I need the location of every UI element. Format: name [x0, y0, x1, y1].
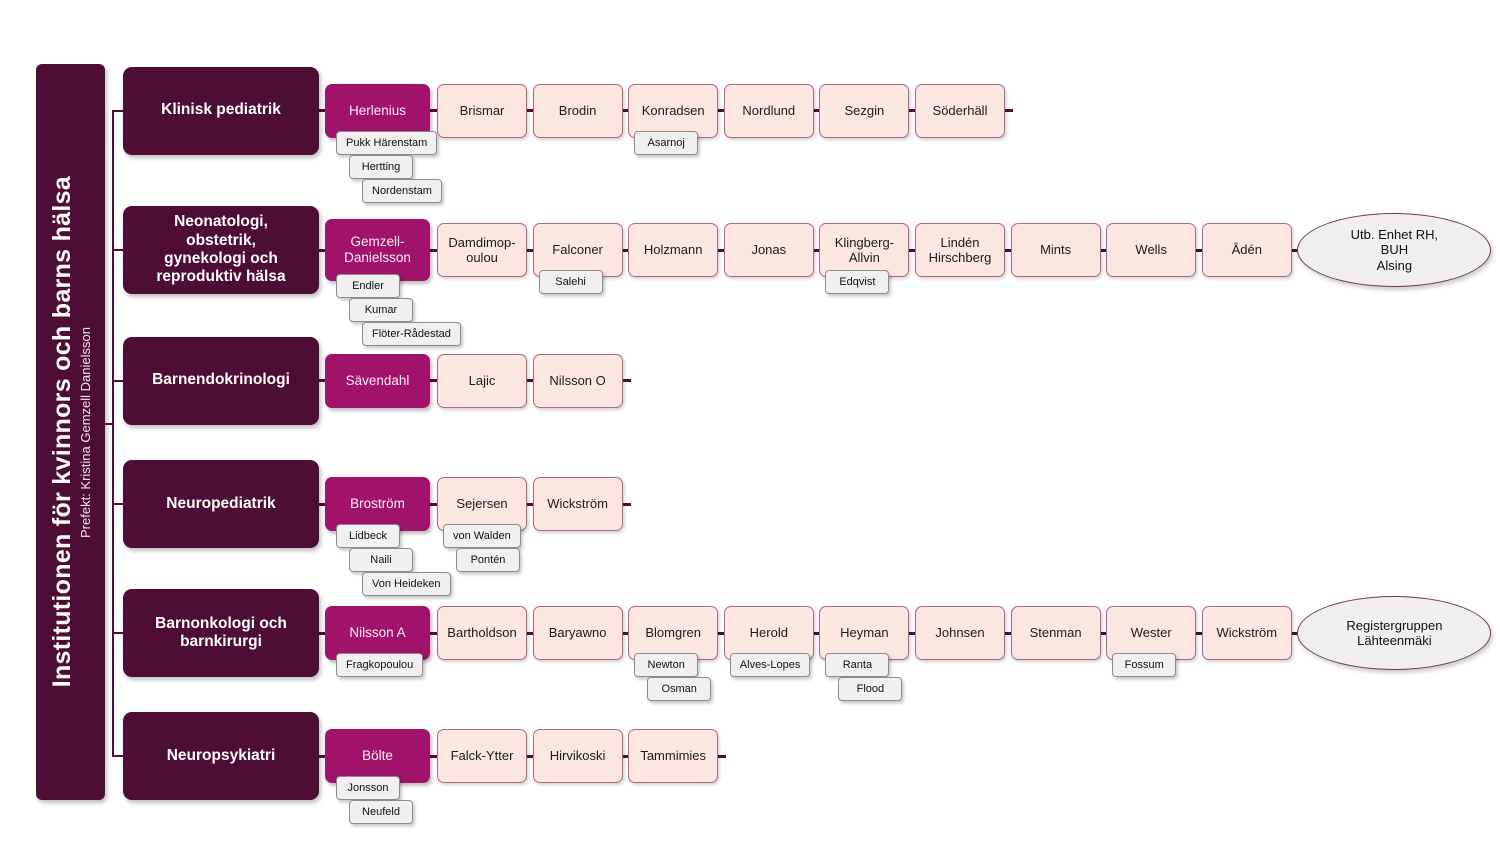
member-box: Nilsson O: [532, 353, 623, 408]
sub-box: Endler: [336, 274, 400, 298]
sub-box: Jonsson: [336, 776, 400, 800]
sub-box: Asarnoj: [634, 130, 699, 155]
member-box: Brismar: [437, 83, 527, 138]
sub-box: Von Heideken: [362, 572, 451, 596]
sub-box: Nordenstam: [362, 178, 442, 203]
member-box: Falconer: [532, 223, 623, 277]
member-box: Klingberg- Allvin: [819, 223, 910, 277]
department-sidebar: Institutionen för kvinnors och barns häl…: [36, 64, 105, 800]
branch-line: [112, 109, 127, 112]
leader-box: Herlenius: [325, 83, 430, 138]
member-box: Söderhäll: [915, 83, 1005, 138]
division-box: Barnonkologi och barnkirurgi: [123, 589, 319, 677]
member-box: Falck-Ytter: [437, 729, 527, 783]
sub-box: Osman: [647, 677, 712, 701]
member-box: Hirvikoski: [532, 729, 623, 783]
sub-box: Kumar: [349, 298, 413, 322]
member-box: Holzmann: [628, 223, 719, 277]
member-box: Heyman: [819, 606, 910, 660]
member-box: Sejersen: [437, 477, 527, 531]
sub-box: Lidbeck: [336, 524, 400, 548]
sub-box: Newton: [634, 653, 699, 677]
member-box: Wickström: [1201, 606, 1292, 660]
sub-box: Hertting: [349, 154, 413, 179]
member-box: Brodin: [532, 83, 623, 138]
department-title: Institutionen för kvinnors och barns häl…: [48, 176, 76, 688]
member-box: Baryawno: [532, 606, 623, 660]
member-box: Stenman: [1010, 606, 1101, 660]
member-box: Herold: [723, 606, 814, 660]
sub-box: Salehi: [538, 270, 603, 294]
sub-box: von Walden: [443, 524, 521, 548]
division-box: Neonatologi, obstetrik, gynekologi och r…: [123, 206, 319, 294]
member-box: Lajic: [437, 353, 527, 408]
division-box: Klinisk pediatrik: [123, 66, 319, 155]
sub-box: Fossum: [1112, 653, 1177, 677]
sub-box: Naili: [349, 548, 413, 572]
leader-box: Broström: [325, 477, 430, 531]
branch-line: [112, 503, 127, 505]
leader-box: Gemzell- Danielsson: [325, 219, 430, 281]
member-box: Ådén: [1201, 223, 1292, 277]
sub-box: Ranta: [825, 653, 890, 677]
leader-box: Sävendahl: [325, 353, 430, 408]
branch-line: [112, 755, 127, 757]
sub-box: Flood: [838, 677, 903, 701]
member-box: Mints: [1010, 223, 1101, 277]
department-prefekt-label: Prefekt: Kristina Gemzell Danielsson: [78, 326, 93, 538]
member-box: Damdimop- oulou: [437, 223, 527, 277]
member-box: Wickström: [532, 477, 623, 531]
sub-box: Flöter-Rådestad: [362, 322, 461, 346]
member-box: Konradsen: [628, 83, 719, 138]
member-box: Lindén Hirschberg: [915, 223, 1005, 277]
member-box: Blomgren: [628, 606, 719, 660]
org-ellipse: Registergruppen Lähteenmäki: [1297, 596, 1492, 670]
member-box: Bartholdson: [437, 606, 527, 660]
sub-box: Edqvist: [825, 270, 890, 294]
member-box: Johnsen: [915, 606, 1005, 660]
sub-box: Pukk Härenstam: [336, 130, 438, 155]
member-box: Tammimies: [628, 729, 719, 783]
division-box: Barnendokrinologi: [123, 336, 319, 425]
member-box: Wells: [1106, 223, 1197, 277]
trunk-line: [112, 110, 114, 756]
division-box: Neuropsykiatri: [123, 712, 319, 800]
member-box: Sezgin: [819, 83, 910, 138]
leader-box: Bölte: [325, 729, 430, 783]
member-box: Wester: [1106, 606, 1197, 660]
org-ellipse: Utb. Enhet RH, BUH Alsing: [1297, 213, 1492, 287]
sub-box: Pontén: [456, 548, 520, 572]
member-box: Nordlund: [723, 83, 814, 138]
member-box: Jonas: [723, 223, 814, 277]
division-box: Neuropediatrik: [123, 460, 319, 548]
sidebar-connector-line: [105, 423, 114, 425]
sub-box: Fragkopoulou: [336, 653, 424, 677]
sub-box: Neufeld: [349, 800, 413, 824]
sub-box: Alves-Lopes: [729, 653, 811, 677]
branch-line: [112, 632, 127, 634]
branch-line: [112, 379, 127, 382]
leader-box: Nilsson A: [325, 606, 430, 660]
branch-line: [112, 249, 127, 251]
